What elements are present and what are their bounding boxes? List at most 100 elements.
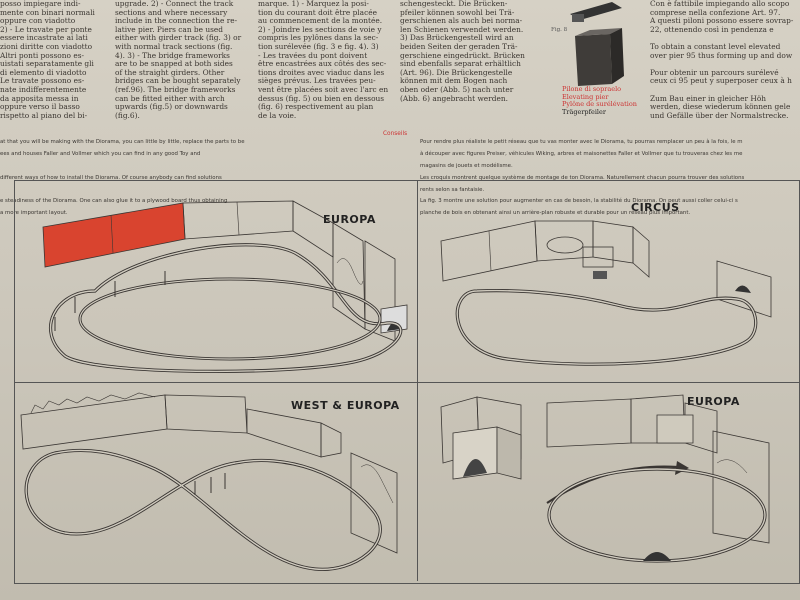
text-line: (ref.96). The bridge frameworks bbox=[115, 84, 236, 94]
text-line: sind ebenfalls separat erhältlich bbox=[400, 59, 521, 69]
conseils-label: Conseils bbox=[383, 131, 408, 137]
text-line: (fig. 6) respectivement au plan bbox=[258, 102, 374, 112]
text-line: 2) - Joindre les sections de voie y bbox=[258, 24, 382, 34]
text-line: Con è fattibile impiegando allo scopo bbox=[650, 0, 790, 8]
text-line: nate indifferentemente bbox=[0, 84, 87, 94]
text-line: werden, diese wiederum können gele bbox=[650, 102, 791, 112]
text-line: essere incastrate ai lati bbox=[0, 33, 88, 43]
note-line: La fig. 3 montre une solution pour augme… bbox=[420, 198, 738, 205]
text-line: uistati separatamente gli bbox=[0, 59, 94, 69]
layout-diagram-grid: EUROPA CIRCUS bbox=[14, 180, 800, 584]
text-line: comprese nella confezione Art. 97. bbox=[650, 7, 781, 17]
text-line: au commencement de la montée. bbox=[258, 16, 383, 26]
text-line: over pier 95 thus forming up and dow bbox=[650, 50, 793, 60]
text-line: da apposita messa in bbox=[0, 93, 79, 103]
note-line: different ways of how to install the Dio… bbox=[0, 174, 222, 181]
text-line: include in the connection the re- bbox=[115, 16, 238, 26]
panel-title-europa-bottom: EUROPA bbox=[687, 395, 740, 408]
note-line: a more important layout. bbox=[0, 210, 68, 217]
text-line: sièges prévus. Les travées peu- bbox=[258, 76, 376, 86]
text-line: can be fitted either with arch bbox=[115, 93, 225, 103]
text-line: vent être placées soit avec l'arc en bbox=[258, 84, 389, 94]
german-text-column: schengesteckt. Die Brücken-pfeiler könne… bbox=[400, 0, 555, 130]
grid-vertical-divider bbox=[417, 181, 419, 581]
text-line: tions droites avec viaduc dans les bbox=[258, 67, 385, 77]
pillar-caption-it: Pilone di sopraelo bbox=[562, 85, 622, 93]
text-line: oppure con viadotto bbox=[0, 16, 76, 26]
text-line: oben oder (Abb. 5) nach unter bbox=[400, 84, 514, 94]
text-line: (Art. 96). Die Brückengestelle bbox=[400, 67, 513, 77]
text-line: être encastrées aux côtés des sec- bbox=[258, 59, 387, 69]
text-line: are to be snapped at both sides bbox=[115, 59, 233, 69]
text-line: bridges can be bought separately bbox=[115, 76, 241, 86]
text-line: Le travate possono es- bbox=[0, 76, 85, 86]
text-line: 2) - Le travate per ponte bbox=[0, 24, 92, 34]
text-line: with normal track sections (fig. bbox=[115, 41, 233, 51]
text-line: either with girder track (fig. 3) or bbox=[115, 33, 242, 43]
text-line: dessus (fig. 5) ou bien en dessous bbox=[258, 93, 385, 103]
text-line: ceux ci 95 peut y superposer ceux à h bbox=[650, 76, 792, 86]
notes-section: at that you will be making with the Dior… bbox=[0, 134, 800, 216]
text-line: pfeiler können sowohl bei Trä- bbox=[400, 7, 515, 17]
text-line: - Les travées du pont doivent bbox=[258, 50, 368, 60]
text-line: A questi piloni possono essere sovrap- bbox=[650, 16, 794, 26]
text-line: posso impiegare indi- bbox=[0, 0, 81, 8]
text-line: beiden Seiten der geraden Trä- bbox=[400, 41, 518, 51]
pillar-caption-de: Trägerpfeiler bbox=[562, 107, 606, 116]
diagram-west-europa bbox=[20, 392, 398, 571]
pillar-caption-fr: Pylône de surélévation bbox=[562, 100, 637, 108]
text-line: upwards (fig.5) or downwards bbox=[115, 102, 228, 112]
pillar-caption: Pilone di sopraelo Elevating pier Pylône… bbox=[562, 85, 652, 116]
figure-label: Fig. 8 bbox=[551, 27, 568, 33]
text-line: len Schienen verwendet werden. bbox=[400, 24, 524, 34]
text-line: 3) Das Brückengestell wird an bbox=[400, 33, 514, 43]
text-line: tion du courant doit être placée bbox=[258, 7, 377, 17]
text-line: Altri ponti possono es- bbox=[0, 50, 84, 60]
note-line: Pour rendre plus réaliste le petit résea… bbox=[420, 139, 743, 146]
text-line: oppure verso il basso bbox=[0, 102, 80, 112]
text-line: To obtain a constant level elevated bbox=[650, 41, 781, 51]
text-line: lative pier. Piers can be used bbox=[115, 24, 224, 34]
note-line: planche de bois en obtenant ainsi un arr… bbox=[420, 210, 691, 217]
grid-horizontal-divider bbox=[15, 382, 799, 384]
text-line: Zum Bau einer in gleicher Höh bbox=[650, 93, 767, 103]
french-text-column: marque. 1) - Marquez la posi-tion du cou… bbox=[258, 0, 390, 134]
text-line: 22, ottenendo così in pendenza e bbox=[650, 24, 774, 34]
note-line: e steadiness of the Diorama. One can als… bbox=[0, 198, 228, 205]
text-line: schengesteckt. Die Brücken- bbox=[400, 0, 508, 8]
text-line: gerschiene eingedrückt. Brücken bbox=[400, 50, 525, 60]
text-line: de la voie. bbox=[258, 110, 297, 120]
text-line: (Abb. 6) angebracht werden. bbox=[400, 93, 508, 103]
text-line: (fig.6). bbox=[115, 110, 140, 120]
text-line: zioni diritte con viadotto bbox=[0, 41, 93, 51]
text-line: di elemento di viadotto bbox=[0, 67, 87, 77]
panel-title-europa-top: EUROPA bbox=[323, 213, 376, 226]
text-line: mente con binari normali bbox=[0, 7, 95, 17]
text-line: gerschienen als auch bei norma- bbox=[400, 16, 523, 26]
text-line: können mit dem Bogen nach bbox=[400, 76, 508, 86]
panel-title-west-europa: WEST & EUROPA bbox=[291, 399, 400, 412]
note-line: ees and houses Faller and Vollmer which … bbox=[0, 151, 201, 158]
note-line: à découper avec figures Preiser, véhicul… bbox=[420, 151, 743, 158]
note-line: Les croquis montrent quelque système de … bbox=[420, 174, 745, 181]
pillar-caption-en: Elevating pier bbox=[562, 92, 609, 101]
diagram-circus bbox=[440, 220, 772, 366]
text-line: 4). 3) - The bridge frameworks bbox=[115, 50, 230, 60]
note-line: rents selon sa fantaisie. bbox=[420, 186, 485, 193]
text-line: sections and where necessary bbox=[115, 7, 228, 17]
text-line: Pour obtenir un parcours surélevé bbox=[650, 67, 779, 77]
panel-title-circus: CIRCUS bbox=[631, 201, 680, 214]
text-line: upgrade. 2) - Connect the track bbox=[115, 0, 234, 8]
text-line: marque. 1) - Marquez la posi- bbox=[258, 0, 369, 8]
diagram-europa-bottom bbox=[440, 394, 770, 563]
text-line: und Gefälle über der Normalstrecke. bbox=[650, 110, 789, 118]
note-line bbox=[0, 163, 385, 169]
text-line: tion surélevée (fig. 3 e fig. 4). 3) bbox=[258, 41, 379, 51]
diagram-europa-top bbox=[42, 200, 408, 373]
note-line: at that you will be making with the Dior… bbox=[0, 139, 245, 146]
text-line: rispetto al piano del bi- bbox=[0, 110, 88, 120]
